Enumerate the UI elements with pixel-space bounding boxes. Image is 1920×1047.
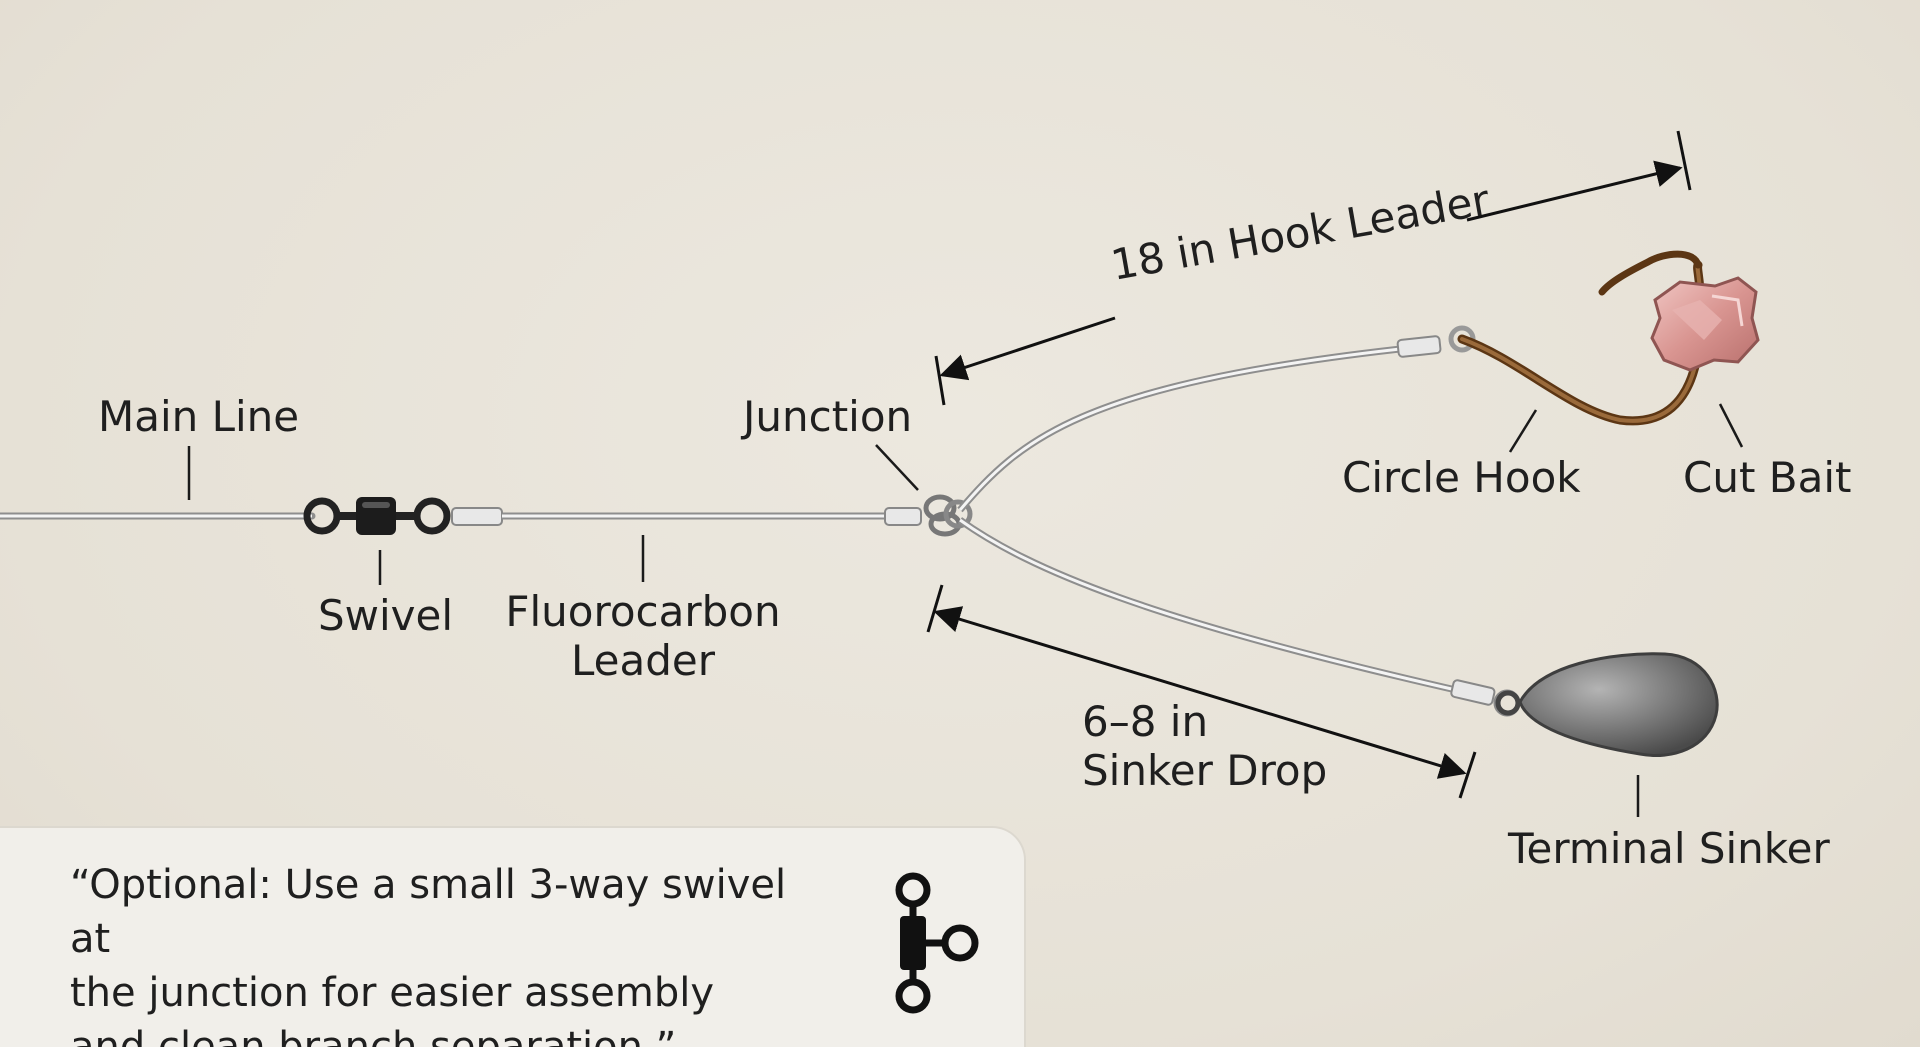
junction-label: Junction [740,392,912,441]
fluorocarbon-label-line2: Leader [571,636,716,685]
cut-bait-label: Cut Bait [1683,453,1851,502]
cut-bait [1650,276,1760,372]
terminal-sinker [1495,652,1719,757]
sinker-drop-label-line1: 6–8 in [1082,697,1208,746]
barrel-swivel [303,497,451,535]
optional-note-box: “Optional: Use a small 3-way swivel at t… [0,826,1026,1047]
hook-leader-dimension [934,130,1692,406]
sinker-drop-label-line2: Sinker Drop [1082,746,1327,795]
terminal-sinker-label: Terminal Sinker [1507,824,1830,873]
circle-hook-label: Circle Hook [1342,453,1581,502]
hook-leader-line [957,325,1476,513]
label-leaders [187,403,1744,817]
fluorocarbon-label-line1: Fluorocarbon [505,587,780,636]
junction-knot [923,494,973,537]
optional-note-text: “Optional: Use a small 3-way swivel at t… [70,862,787,1047]
hook-leader-label: 18 in Hook Leader [1107,175,1493,290]
main-line-label: Main Line [98,392,299,441]
swivel-label: Swivel [318,591,453,640]
sinker-drop-dimension [926,584,1477,799]
fluorocarbon-leader [451,507,922,526]
sinker-drop-line [957,517,1521,717]
three-way-swivel-icon [895,872,979,1014]
